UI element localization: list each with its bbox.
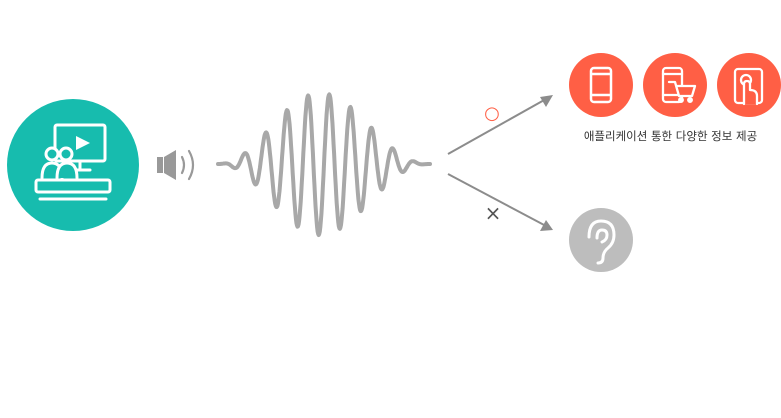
arrow-to-apps (447, 95, 553, 155)
speaker-icon (157, 149, 195, 181)
app-info-caption: 애플리케이션 통한 다양한 정보 제공 (583, 129, 758, 143)
mark-possible: ○ (484, 103, 500, 124)
tv-broadcast-viewers-icon (7, 99, 139, 231)
smartphone-icon (569, 53, 633, 117)
mark-impossible: × (485, 201, 502, 225)
sound-wave (216, 92, 432, 237)
tablet-touch-icon (717, 53, 781, 117)
arrow-to-ear (447, 173, 553, 231)
mobile-shopping-cart-icon (643, 53, 707, 117)
ear-icon (569, 208, 633, 272)
